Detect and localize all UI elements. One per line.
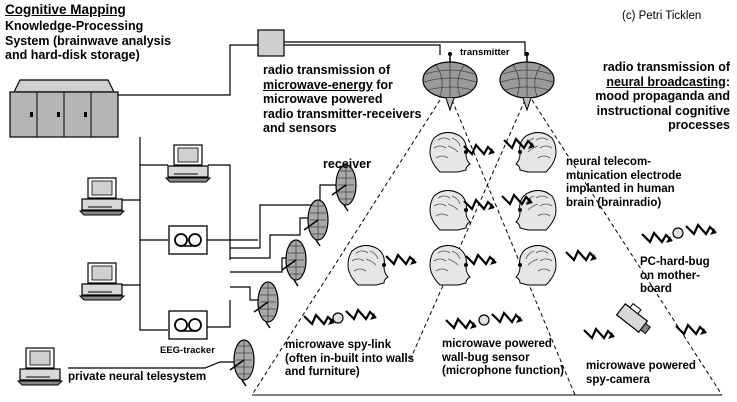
transmitter-label: transmitter	[460, 47, 510, 58]
wall-bug-label: microwave powered wall-bug sensor (micro…	[442, 338, 565, 377]
left-radio-label: radio transmission of microwave-energy f…	[263, 63, 421, 136]
computer-icon	[165, 144, 211, 183]
left-radio-after: for microwave powered radio transmitter-…	[263, 77, 422, 136]
eeg-tracker-label: EEG-tracker	[160, 345, 215, 356]
human-head-icon	[429, 244, 471, 286]
computer-icon	[79, 177, 125, 216]
human-head-icon	[515, 131, 557, 173]
page-title: Cognitive Mapping	[5, 2, 126, 17]
receiver-label: receiver	[323, 157, 371, 171]
dish-antenna-icon	[303, 199, 329, 247]
pc-hard-bug-label: PC-hard-bug on mother- board	[640, 256, 710, 295]
camera-icon	[582, 302, 708, 341]
lightning-bolt-icon	[464, 253, 498, 267]
spy-link-label: microwave spy-link (often in-built into …	[285, 339, 415, 378]
spy-camera-label: microwave powered spy-camera	[586, 360, 696, 386]
dish-antenna-icon	[229, 339, 255, 387]
computer-icon	[79, 262, 125, 301]
left-radio-before: radio transmission of	[263, 63, 391, 77]
lightning-bolt-icon	[344, 308, 378, 322]
lightning-bolt-icon	[640, 231, 674, 245]
tape-recorder-icon	[168, 310, 208, 340]
human-head-icon	[347, 244, 389, 286]
pc-hard-bug	[640, 223, 718, 245]
right-radio-after: : mood propaganda and instructional cogn…	[595, 74, 730, 133]
node-icon	[478, 314, 490, 326]
lightning-bolt-icon	[490, 311, 524, 325]
dish-antenna-icon	[422, 51, 478, 111]
mainframe-icon	[9, 79, 119, 138]
left-radio-emphasis: microwave-energy	[263, 77, 373, 92]
lightning-bolt-icon	[384, 253, 418, 267]
right-radio-label: radio transmission of neural broadcastin…	[595, 60, 730, 133]
dish-antenna-icon	[499, 51, 555, 111]
dish-antenna-icon	[331, 164, 357, 212]
dish-antenna-icon	[281, 239, 307, 287]
lightning-bolt-icon	[564, 249, 598, 263]
lightning-bolt-icon	[582, 327, 616, 341]
copyright-label: (c) Petri Ticklen	[622, 10, 702, 22]
right-radio-emphasis: neural broadcasting	[606, 74, 726, 89]
relay-box-icon	[257, 29, 285, 57]
lightning-bolt-icon	[462, 198, 496, 212]
right-radio-before: radio transmission of	[602, 60, 730, 74]
tape-recorder-icon	[168, 225, 208, 255]
dish-antenna-icon	[253, 281, 279, 329]
transmission-beams	[251, 99, 723, 396]
node-icon	[672, 227, 684, 239]
wall-bug-sensor	[444, 311, 524, 331]
human-head-icon	[515, 189, 557, 231]
human-head-icon	[429, 189, 471, 231]
human-head-icon	[515, 244, 557, 286]
telesystem-label: private neural telesystem	[68, 371, 207, 383]
lightning-bolt-icon	[302, 313, 336, 327]
knowledge-system-label: Knowledge-Processing System (brainwave a…	[5, 19, 172, 62]
lightning-bolt-icon	[462, 143, 496, 157]
electrode-label: neural telecom- munication electrode imp…	[566, 156, 682, 209]
spy-link	[302, 308, 378, 327]
wiring-lines	[68, 41, 526, 369]
lightning-bolt-icon	[674, 323, 708, 337]
lightning-bolt-icon	[684, 223, 718, 237]
lightning-bolt-icon	[444, 317, 478, 331]
computer-icon	[17, 347, 63, 386]
node-icon	[332, 312, 344, 324]
human-head-icon	[429, 131, 471, 173]
